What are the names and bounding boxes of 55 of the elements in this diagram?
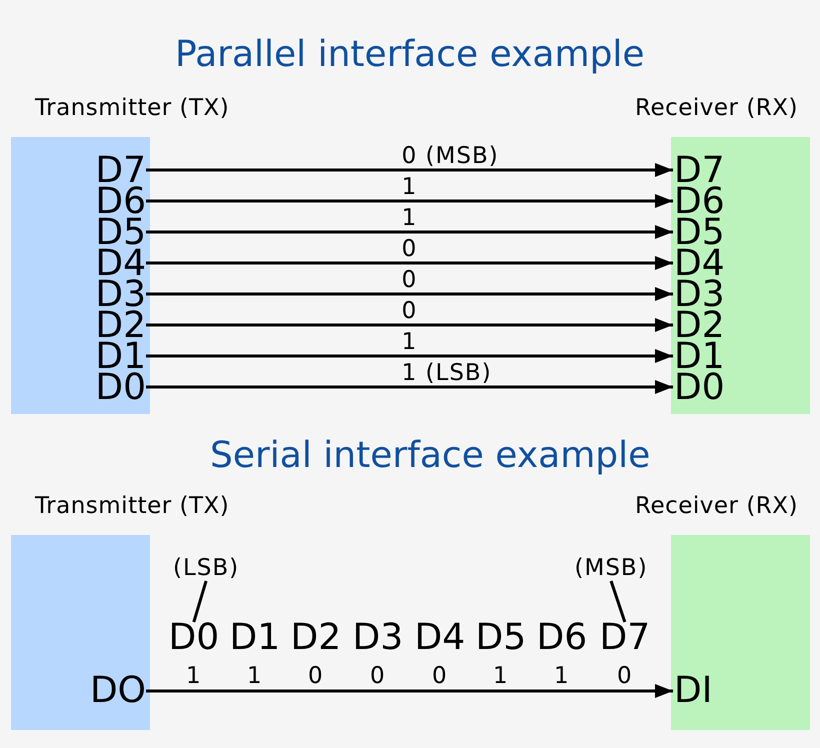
pin-label: D6 [674,186,725,216]
arrow [146,684,673,698]
pin-label: D5 [674,216,725,248]
bit-name: D7 [600,622,650,654]
bit-name: D5 [476,622,526,654]
edge-label: 1 (LSB) [402,362,492,384]
bit-name: D1 [230,622,280,654]
bit-value: 0 [432,665,448,687]
bit-name: D2 [290,622,342,654]
block-heading: Receiver (RX) [635,95,798,121]
leader-line [610,580,626,622]
pin-label: D5 [95,216,146,248]
arrow [146,256,673,270]
bit-value: 0 [617,665,633,687]
arrow [146,163,673,177]
callout-label: (LSB) [173,555,240,581]
pin-label: D7 [674,154,725,186]
leader-line [192,580,208,622]
pin-label: D4 [674,248,725,278]
arrow [146,194,673,208]
bit-value: 0 [370,665,386,687]
edge-label: 0 (MSB) [402,145,499,167]
bit-value: 1 [493,665,509,687]
arrow [146,380,673,394]
pin-label: D2 [674,310,725,340]
bit-name: D6 [536,622,588,654]
bit-name: D4 [414,622,466,654]
pin-label: D0 [95,372,146,402]
block-heading: Receiver (RX) [635,493,798,519]
arrow [146,225,673,239]
section-title: Parallel interface example [175,35,645,75]
pin-label: D3 [95,278,146,310]
pin-label: D6 [95,186,146,216]
pin-label: DI [674,674,712,708]
bit-value: 1 [186,665,202,687]
pin-label: D2 [95,310,146,340]
arrow [146,287,673,301]
bit-name: D3 [352,622,404,654]
bit-value: 1 [247,665,263,687]
arrow [146,318,673,332]
block-heading: Transmitter (TX) [35,95,230,121]
pin-label: D3 [674,278,725,310]
pin-label: D7 [95,154,146,186]
pin-label: D0 [674,372,725,402]
callout-label: (MSB) [574,555,648,581]
block-heading: Transmitter (TX) [35,493,230,519]
pin-label: D1 [674,340,725,372]
section-title: Serial interface example [210,436,650,476]
pin-label: D4 [95,248,146,278]
arrow [146,349,673,363]
bit-value: 0 [308,665,324,687]
pin-label: DO [90,674,146,708]
pin-label: D1 [95,340,146,372]
bit-name: D0 [168,622,220,654]
bit-value: 1 [554,665,570,687]
